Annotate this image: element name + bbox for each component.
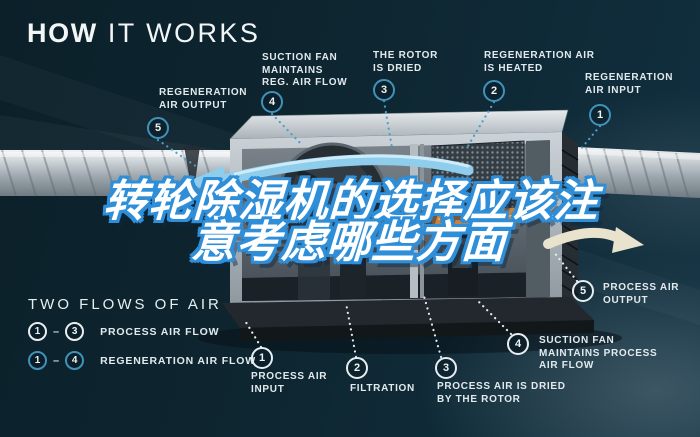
- label-line: MAINTAINS: [262, 64, 324, 76]
- label-line: REGENERATION: [585, 72, 674, 83]
- legend-row-regen: 1 – 4 REGENERATION AIR FLOW: [28, 351, 256, 370]
- cabinet-top-face: [229, 109, 569, 140]
- page-title-bold: HOW: [27, 18, 98, 48]
- label-line: REGENERATION: [159, 87, 248, 98]
- label-filtration: FILTRATION: [350, 383, 415, 396]
- label-line: AIR INPUT: [585, 84, 642, 96]
- badge-filtration: 2: [346, 357, 368, 379]
- label-suction-regen: SUCTION FAN MAINTAINS REG. AIR FLOW: [262, 52, 347, 90]
- badge-suction-regen: 4: [261, 91, 283, 113]
- label-line: REG. AIR FLOW: [262, 77, 348, 88]
- legend-label-regen: REGENERATION AIR FLOW: [100, 354, 257, 367]
- label-line: MAINTAINS PROCESS: [539, 347, 658, 359]
- legend-badge-to: 3: [65, 322, 85, 341]
- badge-regen-heated: 2: [483, 80, 505, 102]
- badge-rotor-dried: 3: [373, 79, 395, 101]
- label-suction-process: SUCTION FAN MAINTAINS PROCESS AIR FLOW: [539, 335, 657, 373]
- label-regen-input: REGENERATION AIR INPUT: [585, 72, 673, 97]
- leader-lines-process: [242, 249, 579, 359]
- overlay-headline-line1: 转轮除湿机的选择应该注: [102, 176, 600, 227]
- label-line: REGENERATION AIR: [484, 50, 595, 61]
- label-line: OUTPUT: [603, 294, 649, 306]
- duct-funnel: [184, 146, 200, 198]
- label-line: PROCESS AIR: [251, 371, 328, 382]
- legend-badge-to: 4: [65, 351, 85, 370]
- overlay-headline-line2: 意考虑哪些方面: [190, 217, 508, 268]
- overlay-headline: 转轮除湿机的选择应该注 意考虑哪些方面: [0, 176, 700, 268]
- legend-heading: TWO FLOWS OF AIR: [28, 296, 222, 313]
- label-line: FILTRATION: [350, 383, 415, 394]
- label-line: AIR FLOW: [539, 360, 595, 371]
- heater-strip: [432, 207, 524, 228]
- label-line: IS HEATED: [484, 62, 543, 74]
- label-line: BY THE ROTOR: [437, 393, 521, 405]
- page-title: HOW IT WORKS: [27, 18, 260, 49]
- badge-regen-input: 1: [589, 104, 611, 126]
- machine-cabinet: [222, 109, 594, 341]
- label-process-input: PROCESS AIR INPUT: [251, 371, 327, 396]
- page-title-light: IT WORKS: [107, 18, 261, 48]
- rotor-drum: [276, 142, 388, 254]
- leader-lines-regen: [156, 99, 602, 169]
- label-line: PROCESS AIR IS DRIED: [437, 381, 566, 392]
- label-line: IS DRIED: [373, 62, 422, 74]
- legend-range-dash: –: [53, 325, 60, 338]
- duct-right: [576, 147, 700, 198]
- badge-process-dried: 3: [435, 357, 457, 379]
- legend-badge-from: 1: [28, 322, 47, 341]
- label-line: INPUT: [251, 383, 285, 395]
- label-line: PROCESS AIR: [603, 282, 680, 293]
- process-air-output-arrow: [543, 227, 644, 253]
- badge-regen-output: 5: [147, 117, 169, 139]
- badge-process-input: 1: [251, 347, 273, 369]
- badge-process-output: 5: [572, 280, 594, 302]
- label-process-dried: PROCESS AIR IS DRIED BY THE ROTOR: [437, 381, 566, 406]
- duct-left: [0, 146, 230, 198]
- legend-label-process: PROCESS AIR FLOW: [100, 325, 220, 338]
- regen-airflow-arrow: [184, 154, 474, 196]
- right-grille-panel: [562, 132, 578, 304]
- label-line: SUCTION FAN: [262, 52, 338, 63]
- label-line: AIR OUTPUT: [159, 99, 228, 111]
- label-regen-heated: REGENERATION AIR IS HEATED: [484, 50, 595, 75]
- label-line: THE ROTOR: [373, 50, 439, 61]
- base-plinth: [222, 297, 594, 328]
- label-line: SUCTION FAN: [539, 335, 615, 346]
- legend-badge-from: 1: [28, 351, 47, 370]
- label-process-output: PROCESS AIR OUTPUT: [603, 282, 679, 307]
- label-regen-output: REGENERATION AIR OUTPUT: [159, 87, 247, 112]
- legend-row-process: 1 – 3 PROCESS AIR FLOW: [28, 322, 219, 341]
- badge-suction-process: 4: [507, 333, 529, 355]
- label-rotor-dried: THE ROTOR IS DRIED: [373, 50, 438, 75]
- legend-range-dash: –: [53, 354, 60, 367]
